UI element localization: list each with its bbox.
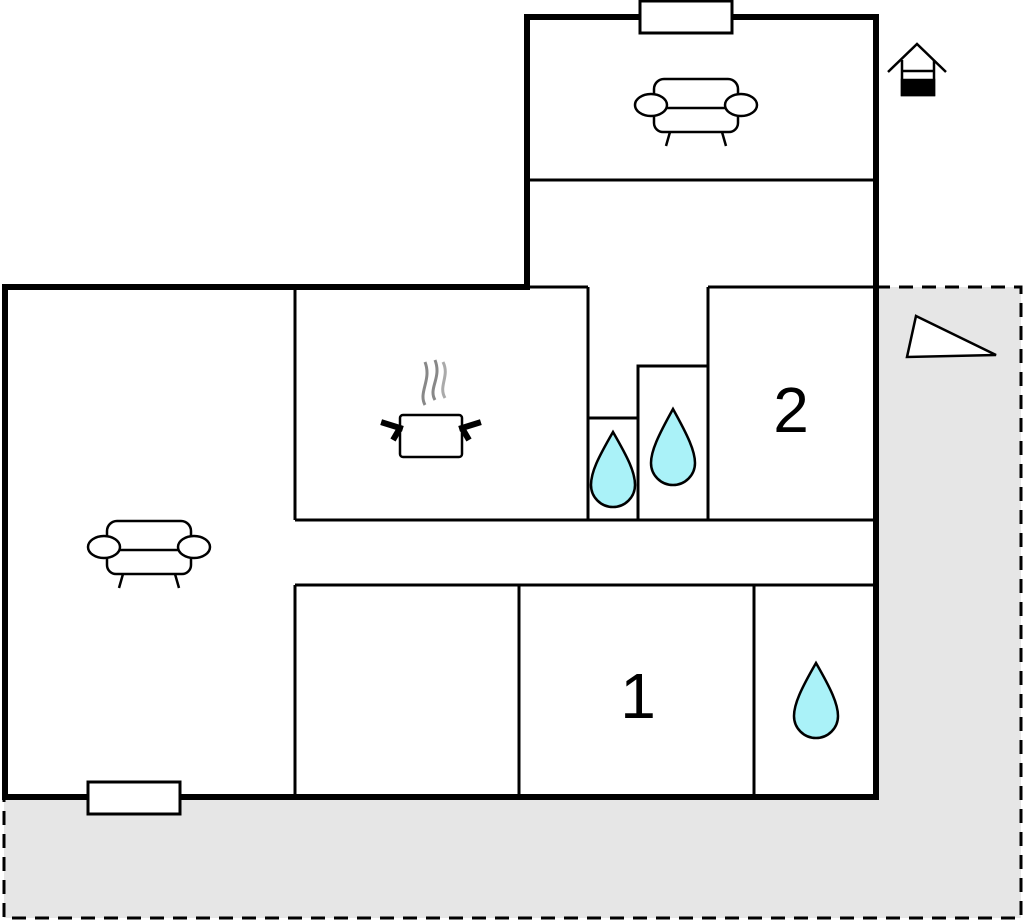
water-drop-icon [792, 660, 840, 740]
window-bottom [86, 780, 182, 816]
water-drop-icon [649, 406, 697, 487]
window-top [638, 0, 734, 35]
house-icon [887, 42, 947, 97]
sofa-icon [86, 519, 212, 589]
bedroom-2-label: 2 [773, 374, 809, 446]
water-drop-icon [589, 429, 637, 509]
sofa-icon [633, 77, 759, 147]
bedroom-1-label: 1 [620, 660, 656, 732]
interior-walls [293, 178, 876, 797]
interior-floor [5, 17, 876, 797]
terrace-triangle-icon [905, 314, 997, 359]
cooking-pot-icon [380, 359, 482, 459]
